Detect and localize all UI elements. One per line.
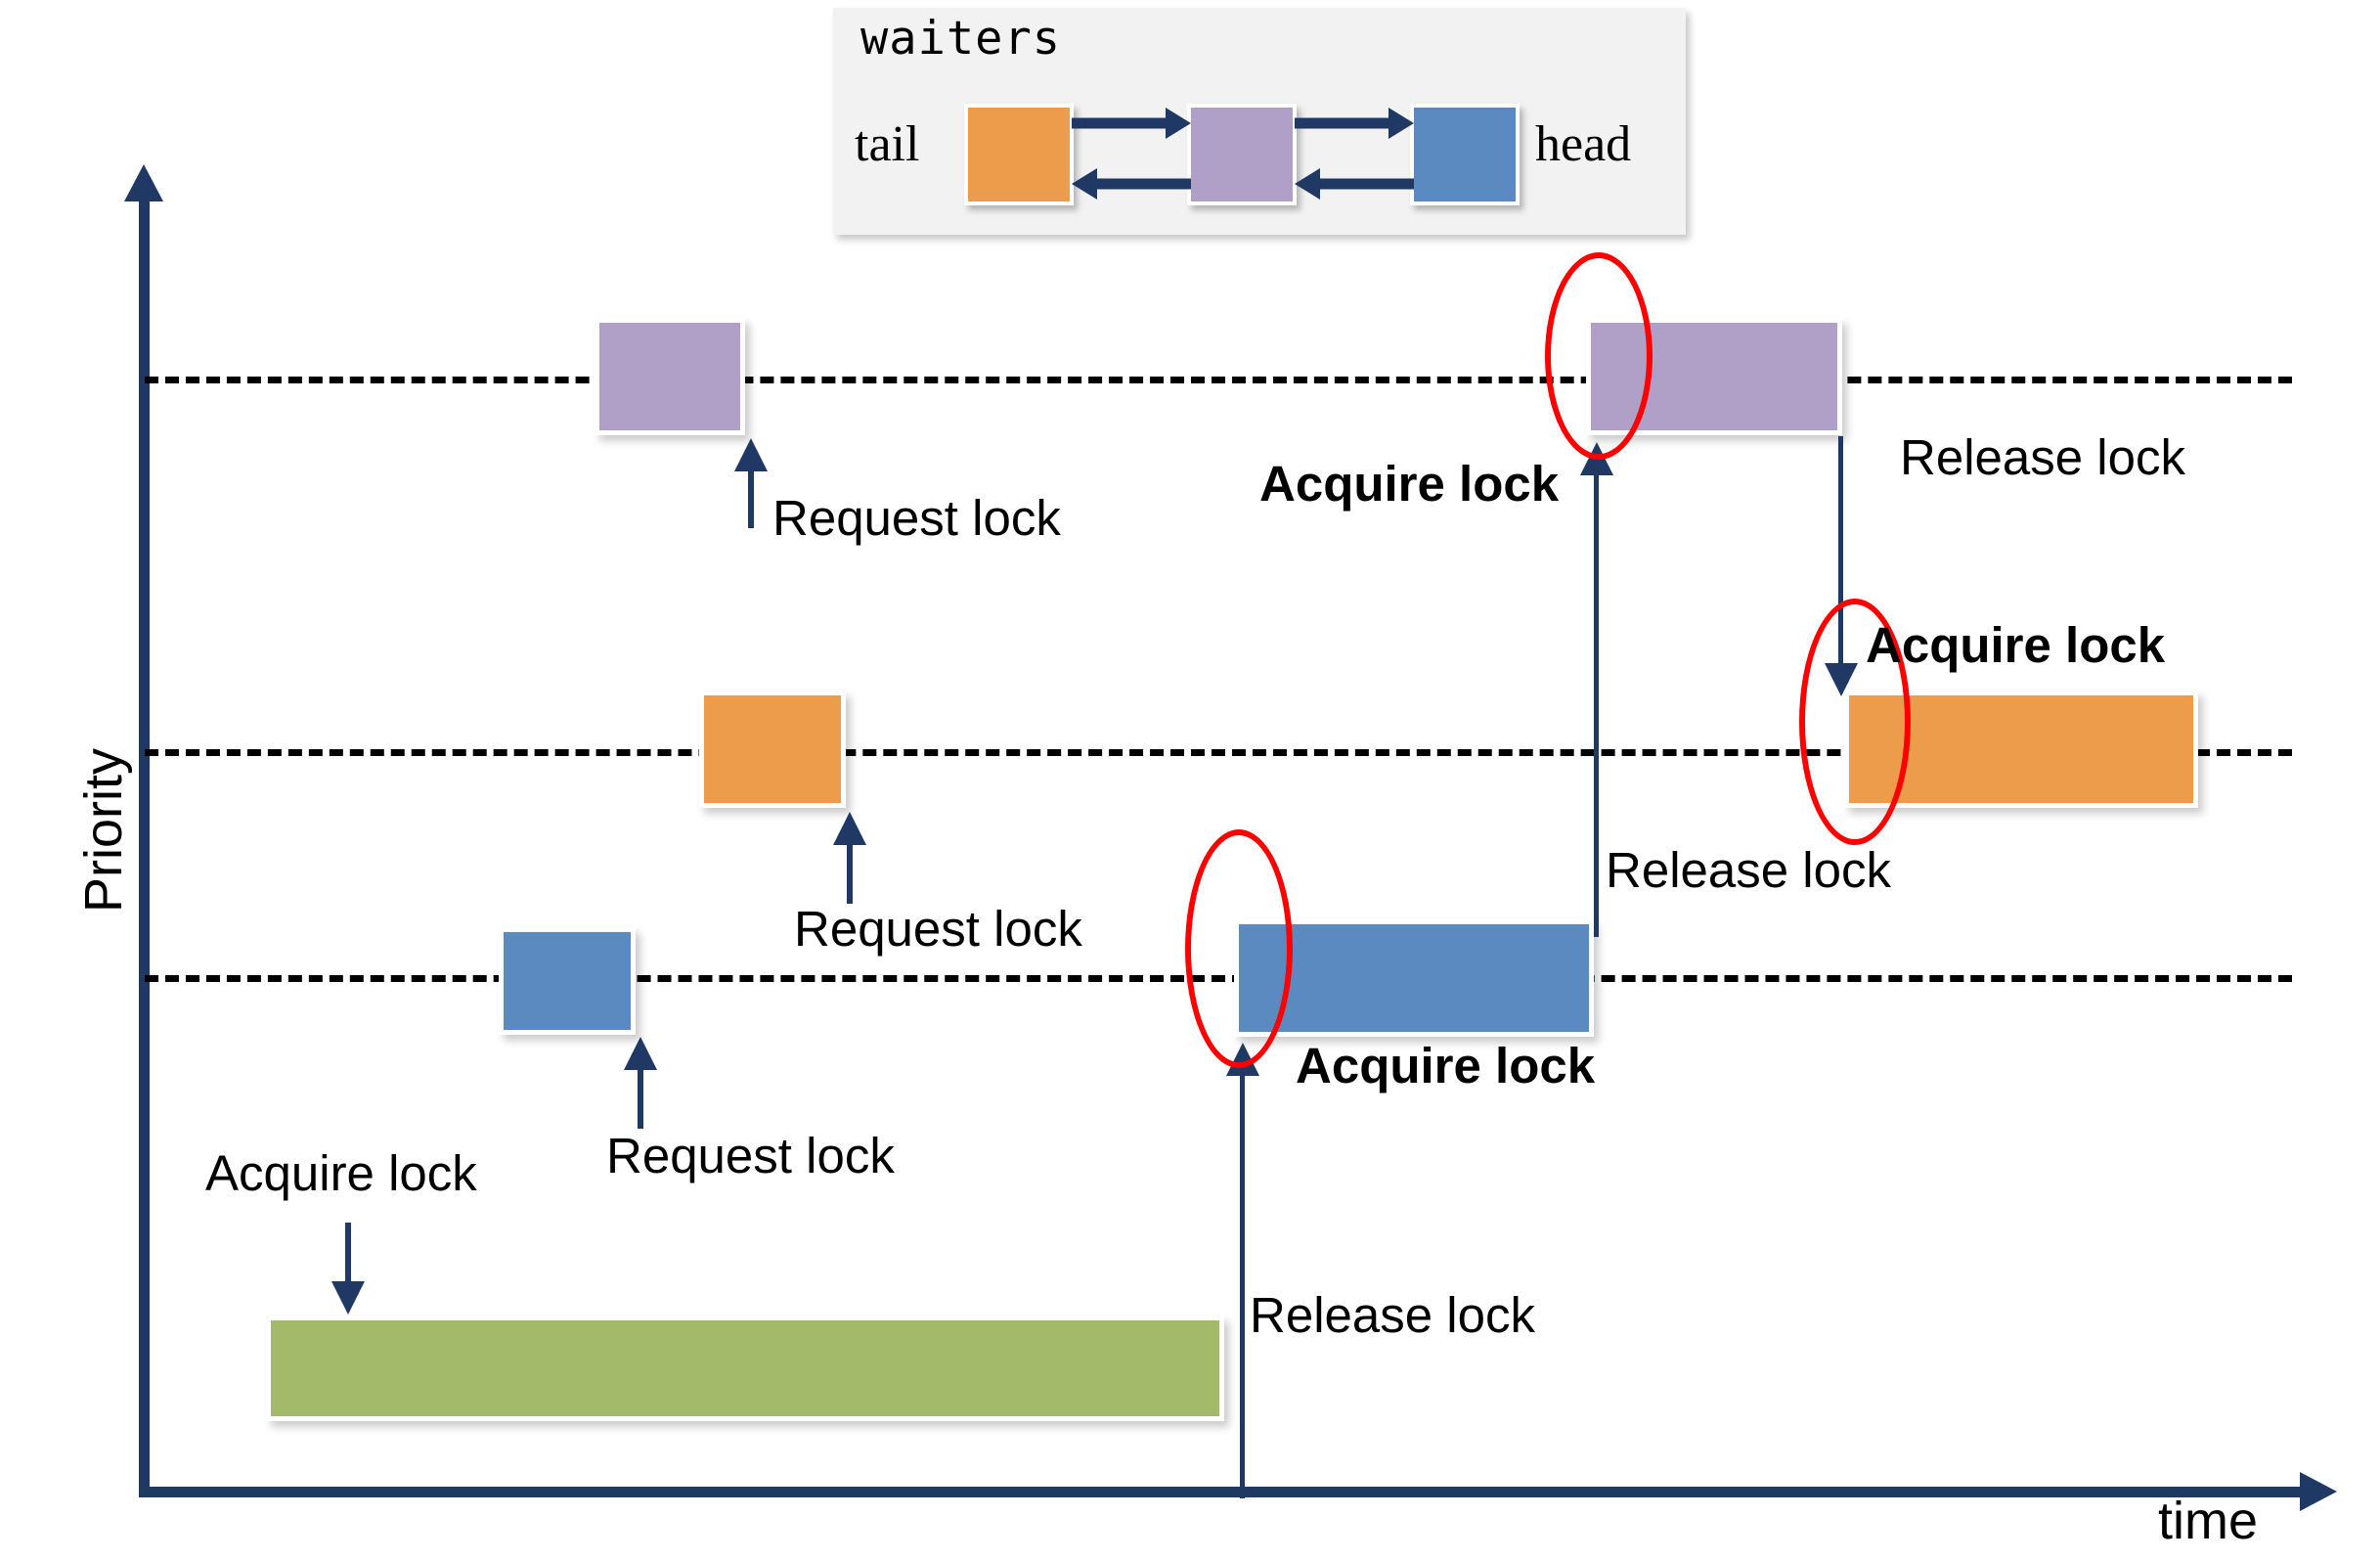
green-running-bar xyxy=(266,1316,1224,1421)
waiters-node-head xyxy=(1410,104,1520,205)
tail-label: tail xyxy=(855,116,920,172)
purple-request-arrowhead-icon xyxy=(734,438,768,471)
blue-request-arrowhead-icon xyxy=(624,1037,657,1070)
orange-acquire-highlight-ellipse xyxy=(1799,599,1911,845)
green-acquire-arrowhead-icon xyxy=(331,1281,365,1315)
green-acquire-arrow-shaft xyxy=(345,1223,351,1283)
purple-request-bar xyxy=(595,318,745,435)
blue-acquire-highlight-ellipse xyxy=(1185,829,1293,1068)
blue-release-lock-label: Release lock xyxy=(1606,842,1891,898)
priority-level-medium-line xyxy=(145,749,2292,756)
x-axis-line xyxy=(139,1487,2310,1497)
blue-acquire-arrow-shaft xyxy=(1240,1076,1245,1498)
blue-acquire-lock-label: Acquire lock xyxy=(1296,1038,1596,1093)
orange-acquire-lock-label: Acquire lock xyxy=(1866,617,2166,673)
orange-request-lock-label: Request lock xyxy=(794,901,1082,957)
y-axis-line xyxy=(139,192,150,1494)
blue-request-lock-label: Request lock xyxy=(606,1128,895,1183)
purple-request-arrow-shaft xyxy=(748,469,754,528)
orange-acquire-arrow-shaft xyxy=(1838,436,1843,667)
green-release-lock-label: Release lock xyxy=(1250,1287,1535,1343)
waiters-node-middle xyxy=(1187,104,1297,205)
blue-request-arrow-shaft xyxy=(638,1068,643,1129)
y-axis-arrowhead-icon xyxy=(124,164,163,201)
x-axis-arrowhead-icon xyxy=(2300,1472,2337,1511)
head-label: head xyxy=(1535,116,1632,172)
purple-acquire-highlight-ellipse xyxy=(1545,252,1653,460)
purple-request-lock-label: Request lock xyxy=(772,490,1061,546)
purple-acquire-lock-label: Acquire lock xyxy=(1259,456,1560,512)
x-axis-label: time xyxy=(2158,1492,2259,1550)
link-arrows-tail-middle xyxy=(1072,108,1191,200)
blue-running-bar xyxy=(1234,919,1594,1037)
orange-request-arrowhead-icon xyxy=(833,812,866,845)
waiters-legend-panel: waiters tail head xyxy=(833,8,1686,235)
purple-release-lock-label: Release lock xyxy=(1900,429,2185,485)
y-axis-label: Priority xyxy=(74,748,133,914)
priority-level-high-line xyxy=(145,377,2292,383)
link-arrows-middle-head xyxy=(1295,108,1414,200)
orange-request-arrow-shaft xyxy=(847,843,853,904)
blue-request-bar xyxy=(499,927,636,1035)
purple-acquire-arrow-shaft xyxy=(1594,475,1599,937)
waiters-node-tail xyxy=(964,104,1074,205)
waiters-title: waiters xyxy=(860,12,1062,66)
orange-request-bar xyxy=(699,691,846,808)
green-acquire-lock-label: Acquire lock xyxy=(205,1145,477,1201)
